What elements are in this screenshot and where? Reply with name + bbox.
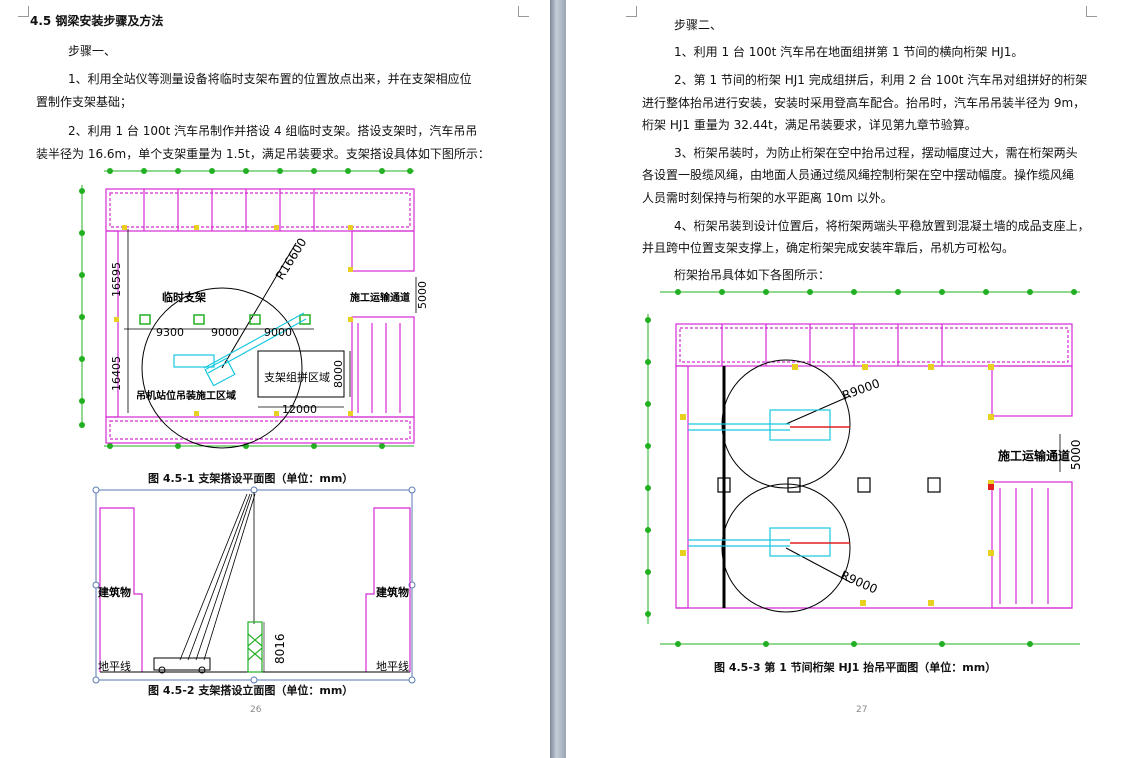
building-left-label: 建筑物 (98, 585, 131, 599)
dim-8000: 8000 (332, 360, 345, 388)
figure-caption: 图 4.5-3 第 1 节间桁架 HJ1 抬吊平面图（单位：mm） (714, 661, 997, 674)
transport-road-label: 施工运输通道 (998, 448, 1070, 463)
transport-road-label: 施工运输通道 (350, 291, 410, 304)
paragraph-text: 装半径为 16.6m，单个支架重量为 1.5t，满足吊装要求。支架搭设具体如下图… (36, 147, 490, 161)
paragraph-text: 3、桁架吊装时，为防止桁架在空中抬吊过程，摆动幅度过大，需在桁架两头 (674, 146, 1078, 160)
ground-line-left-label: 地平线 (98, 659, 131, 673)
page-corner-mark (1086, 6, 1097, 17)
page-corner-mark (18, 6, 29, 17)
assembly-zone-label: 支架组拼区域 (264, 370, 330, 384)
radius-r16600: R16600 (273, 236, 310, 283)
paragraph-text: 置制作支架基础； (36, 95, 133, 109)
dim-16595: 16595 (110, 262, 123, 297)
paragraph-text: 人员需时刻保持与桁架的水平距离 10m 以外。 (642, 191, 893, 205)
page-corner-mark (518, 6, 529, 17)
paragraph-text: 桁架抬吊具体如下各图所示： (674, 268, 831, 282)
document-page-26: 4.5 钢梁安装步骤及方法 步骤一、 1、利用全站仪等测量设备将临时支架布置的位… (0, 0, 550, 758)
paragraph-text: 4、桁架吊装到设计位置后，将桁架两端头平稳放置到混凝土墙的成品支座上， (674, 219, 1090, 233)
crane-zone-label: 吊机站位吊装施工区域 (136, 389, 236, 402)
page-number: 26 (250, 705, 262, 715)
step-one-label: 步骤一、 (68, 44, 117, 58)
radius-r9000-bottom: R9000 (838, 568, 879, 597)
truss-lift-plan-drawing: R9000 R9000 施工运输通道 5000 (645, 289, 1083, 647)
document-page-27: 步骤二、 1、利用 1 台 100t 汽车吊在地面组拼第 1 节间的横向桁架 H… (566, 0, 1141, 758)
paragraph-text: 2、第 1 节间的桁架 HJ1 完成组拼后，利用 2 台 100t 汽车吊对组拼… (674, 73, 1088, 87)
dim-8016: 8016 (273, 633, 287, 664)
temporary-support-label: 临时支架 (162, 290, 206, 304)
page-number: 27 (856, 705, 868, 715)
radius-r9000-top: R9000 (840, 376, 881, 402)
dim-9000: 9000 (211, 326, 239, 339)
support-plan-drawing: 16595 16405 R16600 临时支架 9300 9000 9000 施… (79, 168, 429, 449)
paragraph-text: 1、利用全站仪等测量设备将临时支架布置的位置放点出来，并在支架相应位 (68, 72, 472, 86)
dim-16405: 16405 (110, 356, 123, 391)
paragraph-text: 2、利用 1 台 100t 汽车吊制作并搭设 4 组临时支架。搭设支架时，汽车吊… (68, 124, 478, 138)
ground-line-right-label: 地平线 (376, 659, 409, 673)
page-corner-mark (626, 6, 637, 17)
dim-5000: 5000 (416, 281, 429, 309)
dim-12000: 12000 (282, 403, 317, 416)
dim-5000: 5000 (1069, 439, 1083, 470)
paragraph-text: 1、利用 1 台 100t 汽车吊在地面组拼第 1 节间的横向桁架 HJ1。 (674, 45, 1024, 59)
section-heading: 4.5 钢梁安装步骤及方法 (30, 14, 164, 28)
figure-caption: 图 4.5-2 支架搭设立面图（单位：mm） (148, 684, 354, 697)
building-right-label: 建筑物 (376, 585, 409, 599)
dim-9300: 9300 (156, 326, 184, 339)
paragraph-text: 桁架 HJ1 重量为 32.44t，满足吊装要求，详见第九章节验算。 (642, 118, 977, 132)
support-elevation-drawing[interactable]: 建筑物 建筑物 地平线 地平线 8016 (92, 484, 418, 688)
paragraph-text: 各设置一股缆风绳，由地面人员通过缆风绳控制桁架在空中摆动幅度。操作缆风绳 (642, 168, 1075, 182)
dim-9000: 9000 (264, 326, 292, 339)
step-two-label: 步骤二、 (674, 18, 723, 32)
page-gutter (550, 0, 566, 758)
paragraph-text: 进行整体抬吊进行安装，安装时采用登高车配合。抬吊时，汽车吊吊装半径为 9m， (642, 96, 1086, 110)
figure-caption: 图 4.5-1 支架搭设平面图（单位：mm） (148, 472, 354, 485)
paragraph-text: 并且跨中位置支架支撑上，确定桁架完成安装牢靠后，吊机方可松勾。 (642, 241, 1015, 255)
